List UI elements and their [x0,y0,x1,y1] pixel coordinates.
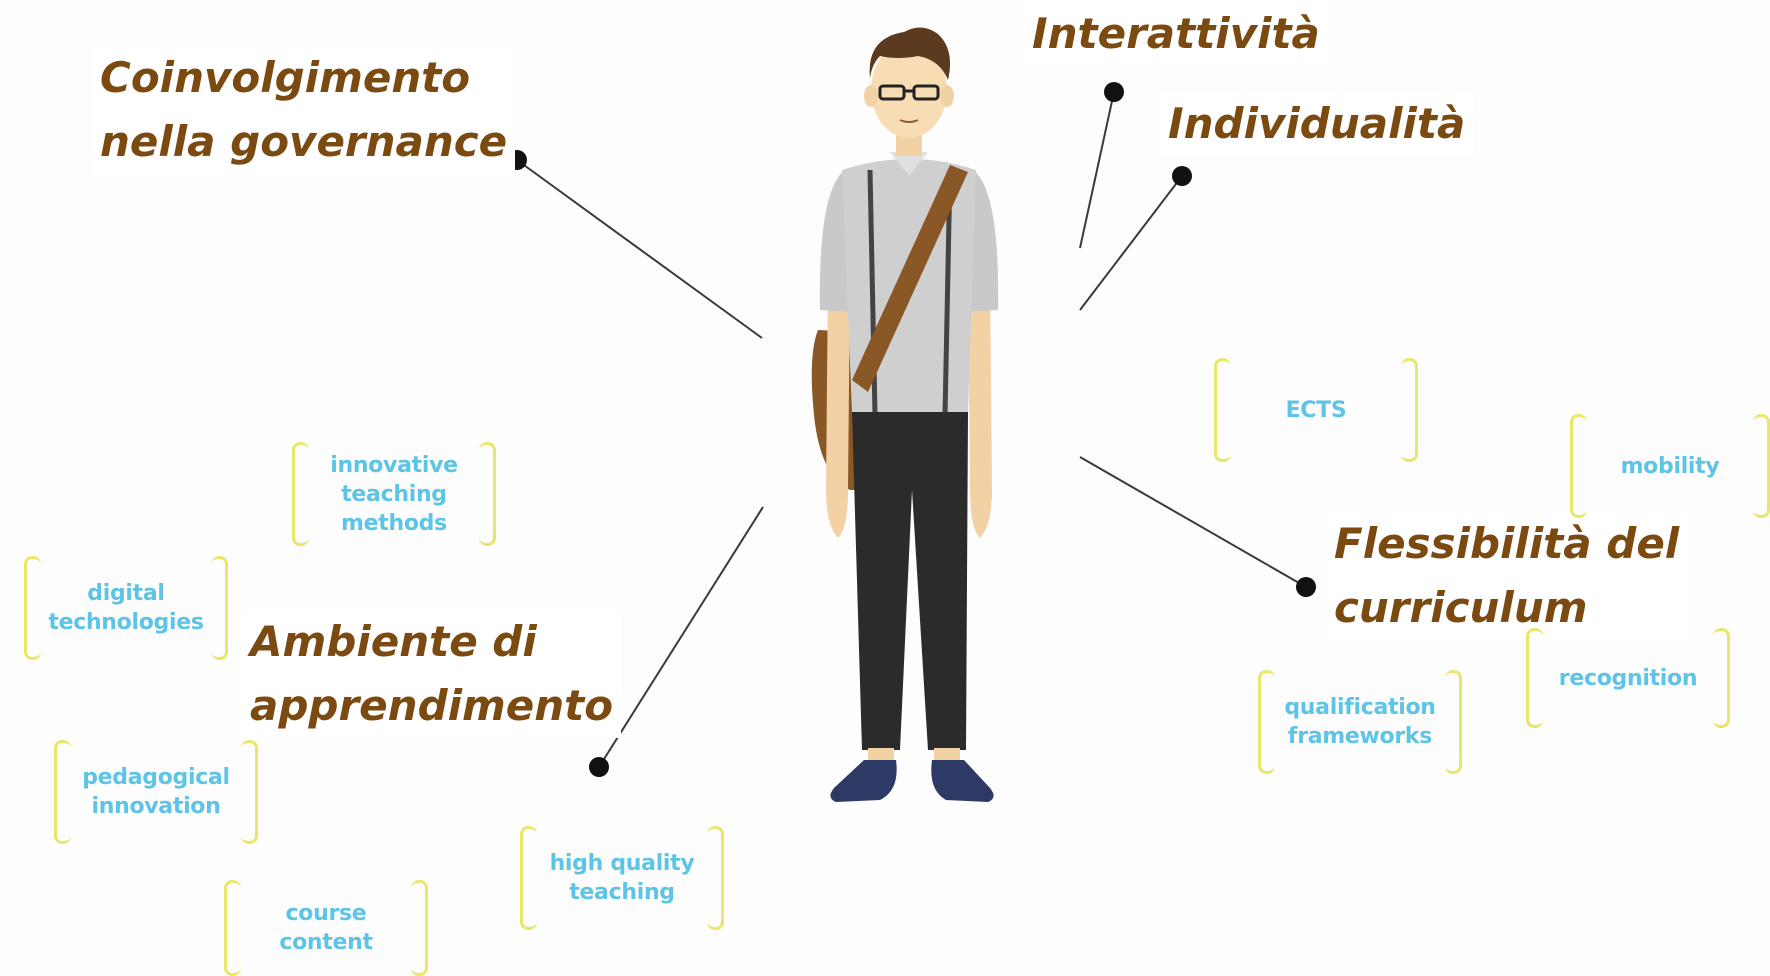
tag-text: digital [87,581,165,606]
label-ambiente-line1: Ambiente di [250,617,537,666]
tag-mobility: mobility [1570,414,1770,518]
tag-text: qualification [1284,695,1436,720]
label-flessibilita-line1: Flessibilità del [1334,519,1680,568]
tag-text: frameworks [1287,724,1433,749]
tag-text: innovation [91,794,221,819]
tag-text: teaching [569,880,675,905]
tag-high-quality-teaching: high quality teaching [520,826,724,930]
tag-text: pedagogical [82,765,230,790]
tag-text: methods [341,510,447,536]
dot-individualita [1172,166,1192,186]
label-governance-line2: nella governance [100,117,508,166]
label-individualita: Individualità [1160,92,1474,156]
label-governance-line1: Coinvolgimento [100,53,471,102]
tag-text: teaching [341,481,447,507]
label-interattivita-line1: Interattività [1032,9,1320,58]
tag-text: course content [279,901,373,955]
connector-governance [516,159,763,339]
tag-innovative-teaching-methods: innovative teaching methods [292,442,496,546]
dot-ambiente [589,757,609,777]
label-individualita-line1: Individualità [1168,99,1466,148]
label-flessibilita: Flessibilità del curriculum [1326,512,1688,640]
tag-pedagogical-innovation: pedagogical innovation [54,740,258,844]
tag-text: high quality [549,851,695,876]
connector-individualita [1079,175,1183,311]
tag-digital-technologies: digital technologies [24,556,228,660]
label-interattivita: Interattività [1024,2,1328,66]
tag-recognition: recognition [1526,628,1730,728]
tag-text: recognition [1558,665,1698,691]
dot-interattivita [1104,82,1124,102]
connector-interattivita [1079,91,1115,249]
tag-text: innovative [330,452,458,478]
tag-text: ECTS [1285,397,1347,423]
dot-flessibilita [1296,577,1316,597]
connector-ambiente [598,506,764,768]
label-governance: Coinvolgimento nella governance [92,46,516,174]
tag-ects: ECTS [1214,358,1418,462]
label-ambiente: Ambiente di apprendimento [242,610,622,738]
tag-text: mobility [1620,453,1720,479]
tag-text: technologies [48,610,204,635]
student-figure [811,27,999,802]
label-ambiente-line2: apprendimento [250,681,614,730]
connector-flessibilita [1079,456,1307,588]
label-flessibilita-line2: curriculum [1334,583,1588,632]
tag-qualification-frameworks: qualification frameworks [1258,670,1462,774]
tag-course-content: course content [224,880,428,976]
